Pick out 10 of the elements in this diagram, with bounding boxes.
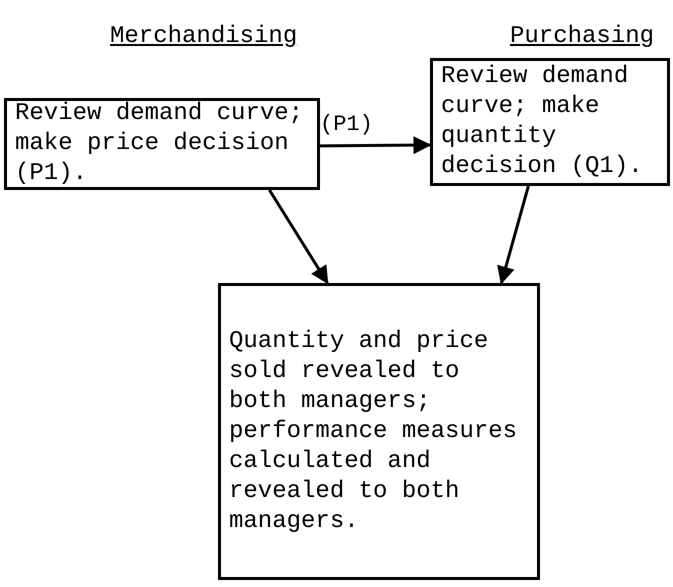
column-heading: Purchasing: [510, 22, 654, 52]
column-heading: Merchandising: [110, 22, 298, 52]
arrow: [497, 186, 530, 284]
process-box: [430, 58, 670, 186]
process-box: [218, 283, 540, 580]
box-text: Review demand curve; make price decision (P1).: [15, 99, 304, 189]
box-text: Review demand curve; make quantity decision (Q1).: [441, 62, 644, 182]
arrow: [268, 189, 329, 284]
box-text: Quantity and price sold revealed to both managers; performance measures calculated and revealed to both managers.: [229, 326, 518, 536]
arrow: [320, 136, 432, 154]
